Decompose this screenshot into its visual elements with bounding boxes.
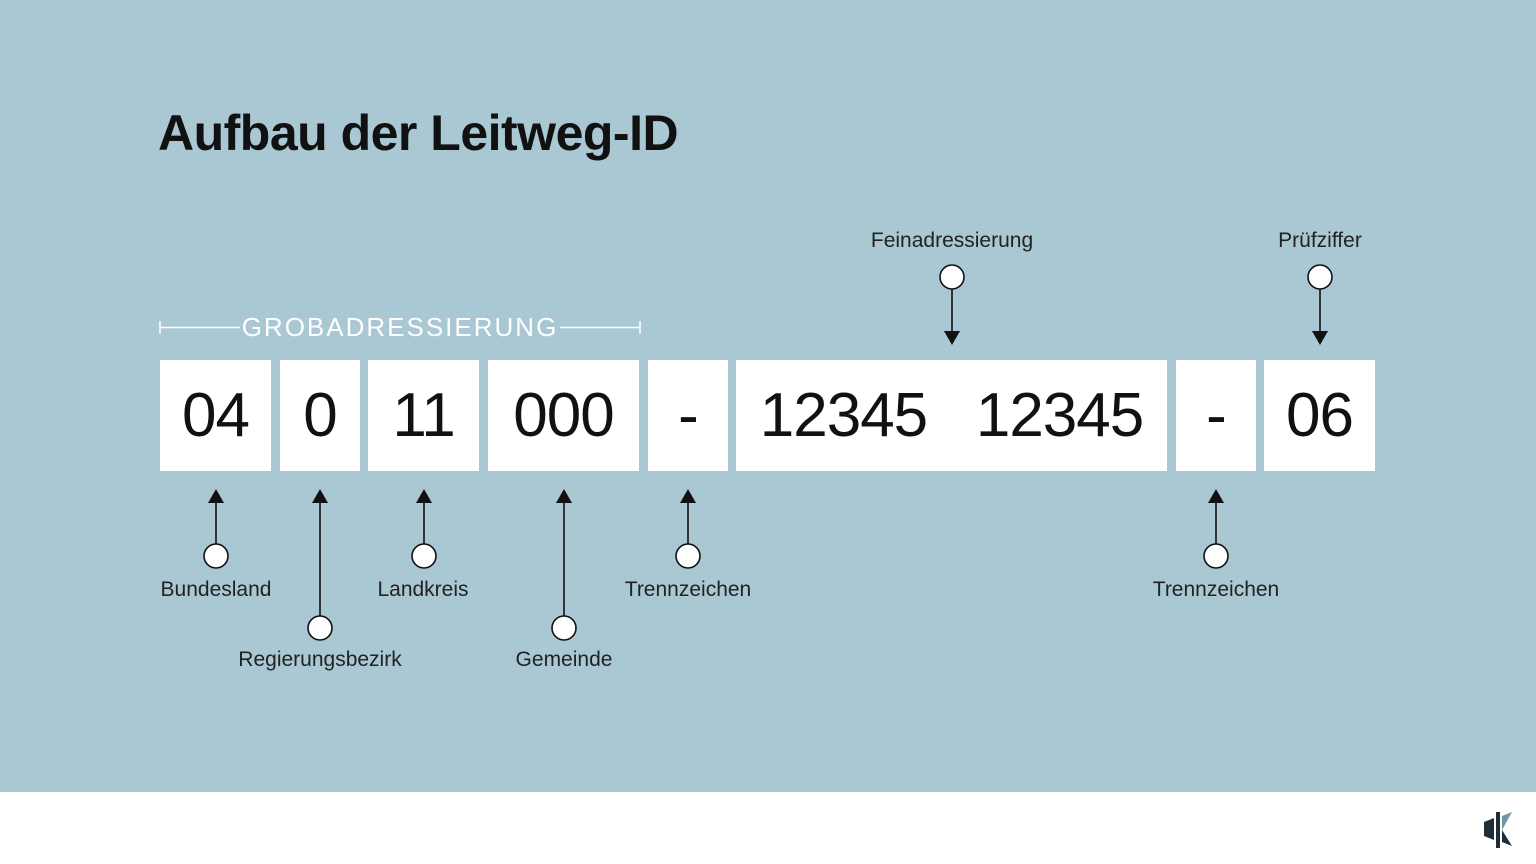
grobadressierung-label: GROBADRESSIERUNG — [241, 312, 559, 342]
label-trennzeichen-2: Trennzeichen — [1152, 578, 1280, 601]
segment-regierungsbezirk: 0 — [280, 360, 360, 471]
arrowhead-up — [312, 489, 328, 503]
segment-feinadressierung: 12345 12345 — [736, 360, 1167, 471]
label-regierungsbezirk: Regierungsbezirk — [238, 648, 402, 671]
connector-dot — [1307, 264, 1333, 290]
connector-pruefziffer — [1307, 264, 1333, 345]
segment-bundesland: 04 — [160, 360, 271, 471]
arrowhead-up — [1208, 489, 1224, 503]
connector-dot — [411, 543, 437, 569]
connector-trennzeichen-1 — [675, 489, 701, 569]
connector-dot — [675, 543, 701, 569]
footer-bar — [0, 792, 1536, 864]
connector-dot — [1203, 543, 1229, 569]
connector-dot — [203, 543, 229, 569]
connector-regierungsbezirk — [307, 489, 333, 641]
label-gemeinde: Gemeinde — [515, 648, 613, 671]
connector-dot — [307, 615, 333, 641]
label-landkreis: Landkreis — [377, 578, 469, 601]
connector-gemeinde — [551, 489, 577, 641]
segment-trennzeichen-1: - — [648, 360, 728, 471]
connector-feinadressierung — [939, 264, 965, 345]
arrowhead-down — [1312, 331, 1328, 345]
arrowhead-up — [680, 489, 696, 503]
segment-pruefziffer: 06 — [1264, 360, 1375, 471]
arrowhead-up — [416, 489, 432, 503]
segment-trennzeichen-2: - — [1176, 360, 1256, 471]
label-feinadressierung: Feinadressierung — [870, 229, 1034, 252]
logo-icon — [1484, 812, 1512, 848]
connector-trennzeichen-2 — [1203, 489, 1229, 569]
page-title: Aufbau der Leitweg-ID — [158, 105, 679, 161]
connector-dot — [939, 264, 965, 290]
label-trennzeichen-1: Trennzeichen — [624, 578, 752, 601]
arrowhead-down — [944, 331, 960, 345]
grobadressierung-bracket — [159, 321, 641, 334]
connector-landkreis — [411, 489, 437, 569]
arrowhead-up — [556, 489, 572, 503]
slide-background: Aufbau der Leitweg-ID — [0, 0, 1536, 792]
arrowhead-up — [208, 489, 224, 503]
label-pruefziffer: Prüfziffer — [1278, 229, 1362, 252]
connector-dot — [551, 615, 577, 641]
segment-gemeinde: 000 — [488, 360, 639, 471]
connector-layer — [159, 264, 1333, 641]
label-bundesland: Bundesland — [160, 578, 272, 601]
connector-bundesland — [203, 489, 229, 569]
segment-landkreis: 11 — [368, 360, 479, 471]
